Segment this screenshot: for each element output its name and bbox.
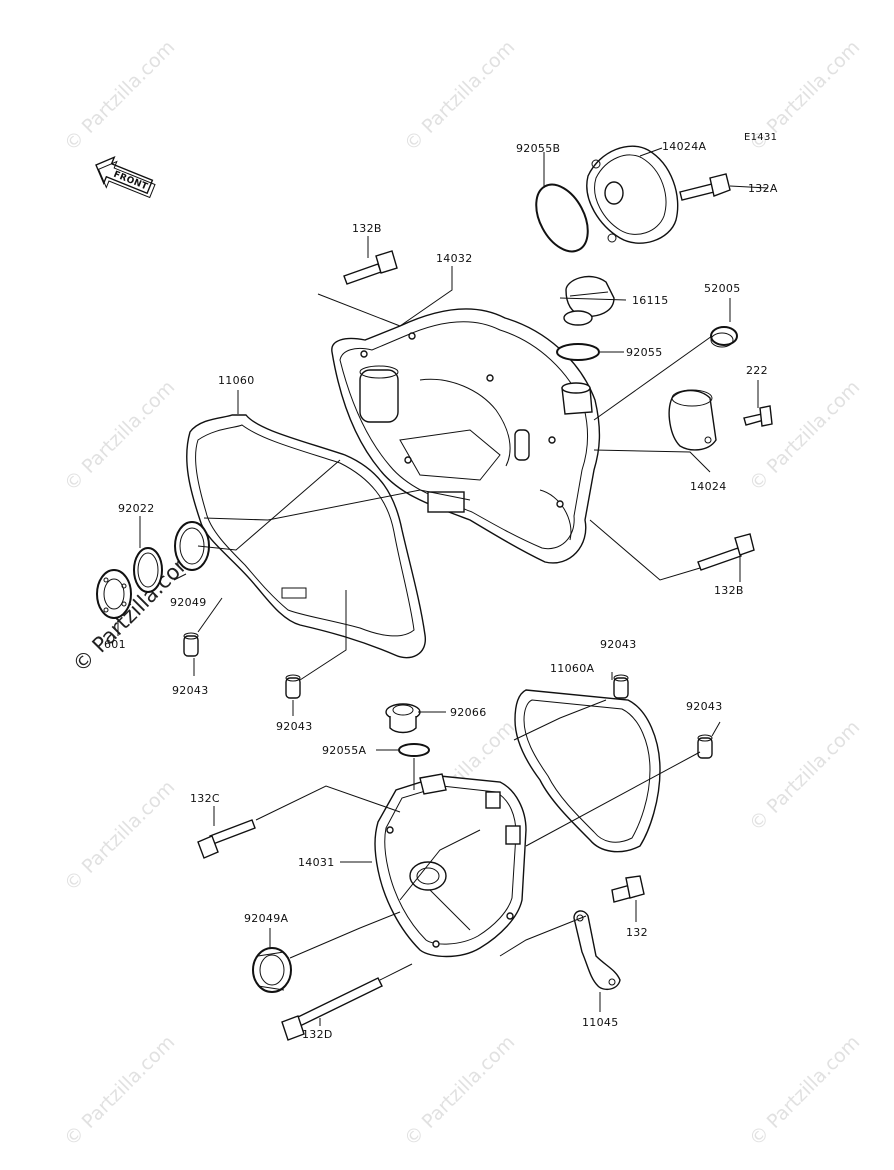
dowel-pin-92043-right [697, 734, 713, 759]
cover-14031 [374, 775, 527, 958]
dowel-pin-92043-left-2 [285, 674, 301, 699]
gasket-11060A-inner [523, 699, 651, 843]
gasket-11060-inner [195, 424, 415, 637]
cover-rib-2 [539, 489, 572, 541]
part-label-14024A: 14024A [662, 140, 706, 153]
pump-cover-14024A [586, 145, 679, 244]
bolt-132 [611, 875, 645, 903]
bolt-hole [386, 826, 394, 834]
gasket-tab [281, 587, 307, 599]
part-labels: 92055B 14024A 132A 132B 14032 16115 5200… [104, 140, 778, 1041]
cover-cylinder [359, 369, 399, 423]
part-label-92049: 92049 [170, 596, 207, 609]
diagram-code: E1431 [744, 132, 777, 143]
bracket-hole [608, 978, 616, 986]
oil-filler-opening [561, 382, 591, 394]
cover-14031-boss-inner [416, 867, 440, 885]
bolt-hole [486, 374, 494, 382]
cover-14031-ribs [399, 829, 481, 931]
o-ring-92055B [535, 183, 589, 253]
front-arrow-icon: FRONT [95, 155, 156, 199]
part-label-11060A: 11060A [550, 662, 594, 675]
cover-window [514, 429, 530, 461]
part-label-92055: 92055 [626, 346, 663, 359]
bolt-132B-top [343, 250, 398, 285]
bracket-hole [576, 914, 584, 922]
part-label-132B-right: 132B [714, 584, 744, 597]
part-label-132A: 132A [748, 182, 778, 195]
bracket-11045 [573, 910, 621, 991]
bolt-hole [548, 436, 556, 444]
bolt-132C [197, 819, 256, 859]
clutch-cover-14032 [331, 308, 601, 564]
bolt-hole [360, 350, 368, 358]
part-label-14024: 14024 [690, 480, 727, 493]
o-ring-92055 [556, 343, 600, 361]
o-ring-92055A [398, 743, 430, 757]
part-label-92043-top: 92043 [600, 638, 637, 651]
cover-cylinder-top [359, 365, 399, 379]
bearing-601 [96, 569, 132, 619]
cap-14024 [668, 389, 717, 451]
part-label-11045: 11045 [582, 1016, 619, 1029]
bolt-132B-right [697, 533, 755, 571]
part-label-92055B: 92055B [516, 142, 560, 155]
plug-92066 [385, 703, 421, 734]
screw-222 [743, 405, 773, 427]
oil-cap-16115 [563, 275, 615, 326]
part-label-132B-top: 132B [352, 222, 382, 235]
cover-14031-lug [505, 825, 521, 845]
part-label-16115: 16115 [632, 294, 669, 307]
dowel-pin-92043-top [613, 674, 629, 699]
part-label-222: 222 [746, 364, 768, 377]
bolt-hole [432, 940, 440, 948]
seal-92049 [174, 521, 210, 571]
bolt-hole [404, 456, 412, 464]
gasket-11060A [514, 689, 661, 853]
dowel-pin-92043-left-1 [183, 632, 199, 657]
leader-lines [117, 147, 769, 1026]
cover-rib [419, 378, 511, 467]
cover-14031-boss [409, 861, 447, 891]
part-label-92043-left-2: 92043 [276, 720, 313, 733]
part-label-14031: 14031 [298, 856, 335, 869]
part-label-92022: 92022 [118, 502, 155, 515]
part-label-132C: 132C [190, 792, 220, 805]
clutch-cover-14032-rim [339, 321, 589, 550]
part-label-92066: 92066 [450, 706, 487, 719]
part-label-92055A: 92055A [322, 744, 366, 757]
part-label-92043-left-1: 92043 [172, 684, 209, 697]
seal-92049A [252, 947, 292, 993]
part-label-92049A: 92049A [244, 912, 288, 925]
bolt-hole [556, 500, 564, 508]
part-label-601: 601 [104, 638, 126, 651]
cover-14031-neck [419, 773, 447, 795]
part-label-14032: 14032 [436, 252, 473, 265]
part-label-132: 132 [626, 926, 648, 939]
bolt-hole [408, 332, 416, 340]
cover-14031-lug [485, 791, 501, 809]
seal-52005 [710, 326, 738, 348]
bolt-132D [281, 977, 383, 1041]
bolt-132A [679, 173, 731, 201]
part-label-11060: 11060 [218, 374, 255, 387]
part-label-92043-right: 92043 [686, 700, 723, 713]
cover-14031-rim [384, 785, 517, 945]
ring-92022 [133, 547, 163, 593]
part-label-132D: 132D [302, 1028, 333, 1041]
part-label-52005: 52005 [704, 282, 741, 295]
bolt-hole [506, 912, 514, 920]
cover-recess [399, 429, 501, 481]
